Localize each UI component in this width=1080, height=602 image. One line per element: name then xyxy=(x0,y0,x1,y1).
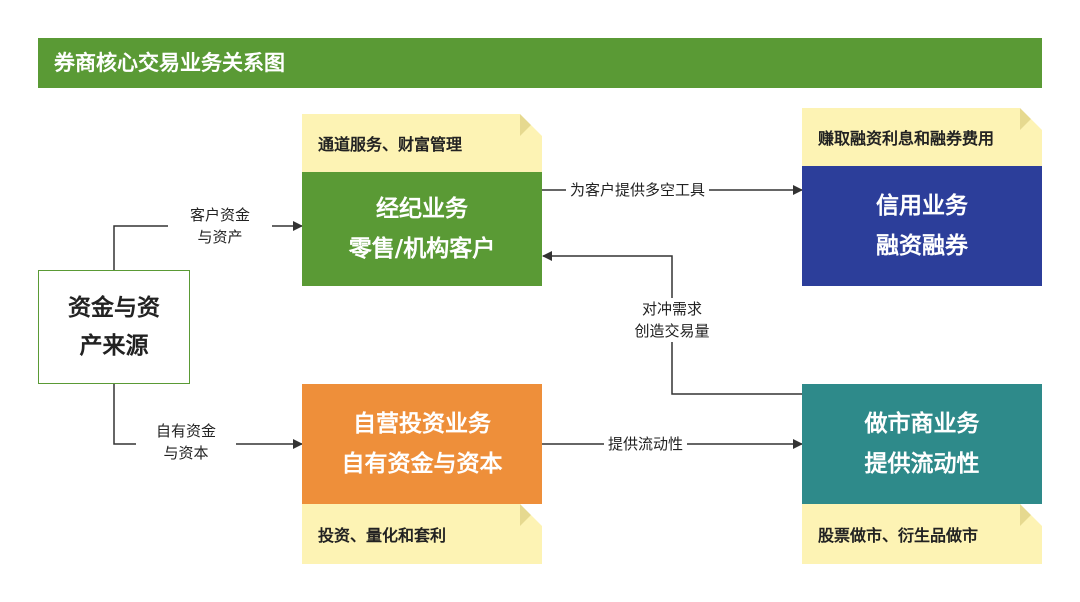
edge-label-own-funds-line1: 自有资金 xyxy=(155,422,216,440)
edge-label-client-funds-line2: 与资产 xyxy=(197,228,243,246)
market-making-title: 做市商业务 xyxy=(864,410,980,437)
brokerage-subtitle: 零售/机构客户 xyxy=(348,235,496,262)
edge-label-hedging-line1: 对冲需求 xyxy=(641,300,702,318)
proprietary-subtitle: 自有资金与资本 xyxy=(341,450,503,477)
credit-note-text: 赚取融资利息和融券费用 xyxy=(818,129,995,148)
credit-box: 信用业务 融资融券 xyxy=(802,166,1042,286)
diagram-title: 券商核心交易业务关系图 xyxy=(38,38,1042,88)
proprietary-note: 投资、量化和套利 xyxy=(302,504,542,564)
source-box: 资金与资 产来源 xyxy=(38,270,190,384)
source-line2: 产来源 xyxy=(79,332,149,359)
market-making-note-text: 股票做市、衍生品做市 xyxy=(818,526,979,545)
market-making-subtitle: 提供流动性 xyxy=(864,450,980,477)
market-making-note: 股票做市、衍生品做市 xyxy=(802,504,1042,564)
market-making-box: 做市商业务 提供流动性 xyxy=(802,384,1042,504)
brokerage-title: 经纪业务 xyxy=(376,195,468,222)
credit-title: 信用业务 xyxy=(876,192,968,219)
edge-label-hedging: 对冲需求 创造交易量 xyxy=(614,298,730,342)
proprietary-title: 自营投资业务 xyxy=(353,410,491,437)
source-line1: 资金与资 xyxy=(68,294,160,321)
edge-label-liquidity-text: 提供流动性 xyxy=(608,435,684,453)
brokerage-note-text: 通道服务、财富管理 xyxy=(318,135,463,154)
edge-label-long-short-tools: 为客户提供多空工具 xyxy=(566,179,710,201)
edge-label-liquidity: 提供流动性 xyxy=(604,433,688,455)
edge-label-own-funds: 自有资金 与资本 xyxy=(136,420,236,464)
proprietary-note-text: 投资、量化和套利 xyxy=(318,526,447,545)
arrow-source-to-proprietary xyxy=(113,384,303,449)
proprietary-box: 自营投资业务 自有资金与资本 xyxy=(302,384,542,504)
brokerage-box: 经纪业务 零售/机构客户 xyxy=(302,172,542,286)
credit-note: 赚取融资利息和融券费用 xyxy=(802,108,1042,166)
credit-subtitle: 融资融券 xyxy=(876,232,968,259)
brokerage-note: 通道服务、财富管理 xyxy=(302,114,542,172)
edge-label-client-funds-line1: 客户资金 xyxy=(189,206,250,224)
edge-label-own-funds-line2: 与资本 xyxy=(163,444,209,462)
edge-label-client-funds: 客户资金 与资产 xyxy=(168,204,272,248)
edge-label-hedging-line2: 创造交易量 xyxy=(634,322,710,340)
edge-label-long-short-tools-text: 为客户提供多空工具 xyxy=(570,181,706,199)
